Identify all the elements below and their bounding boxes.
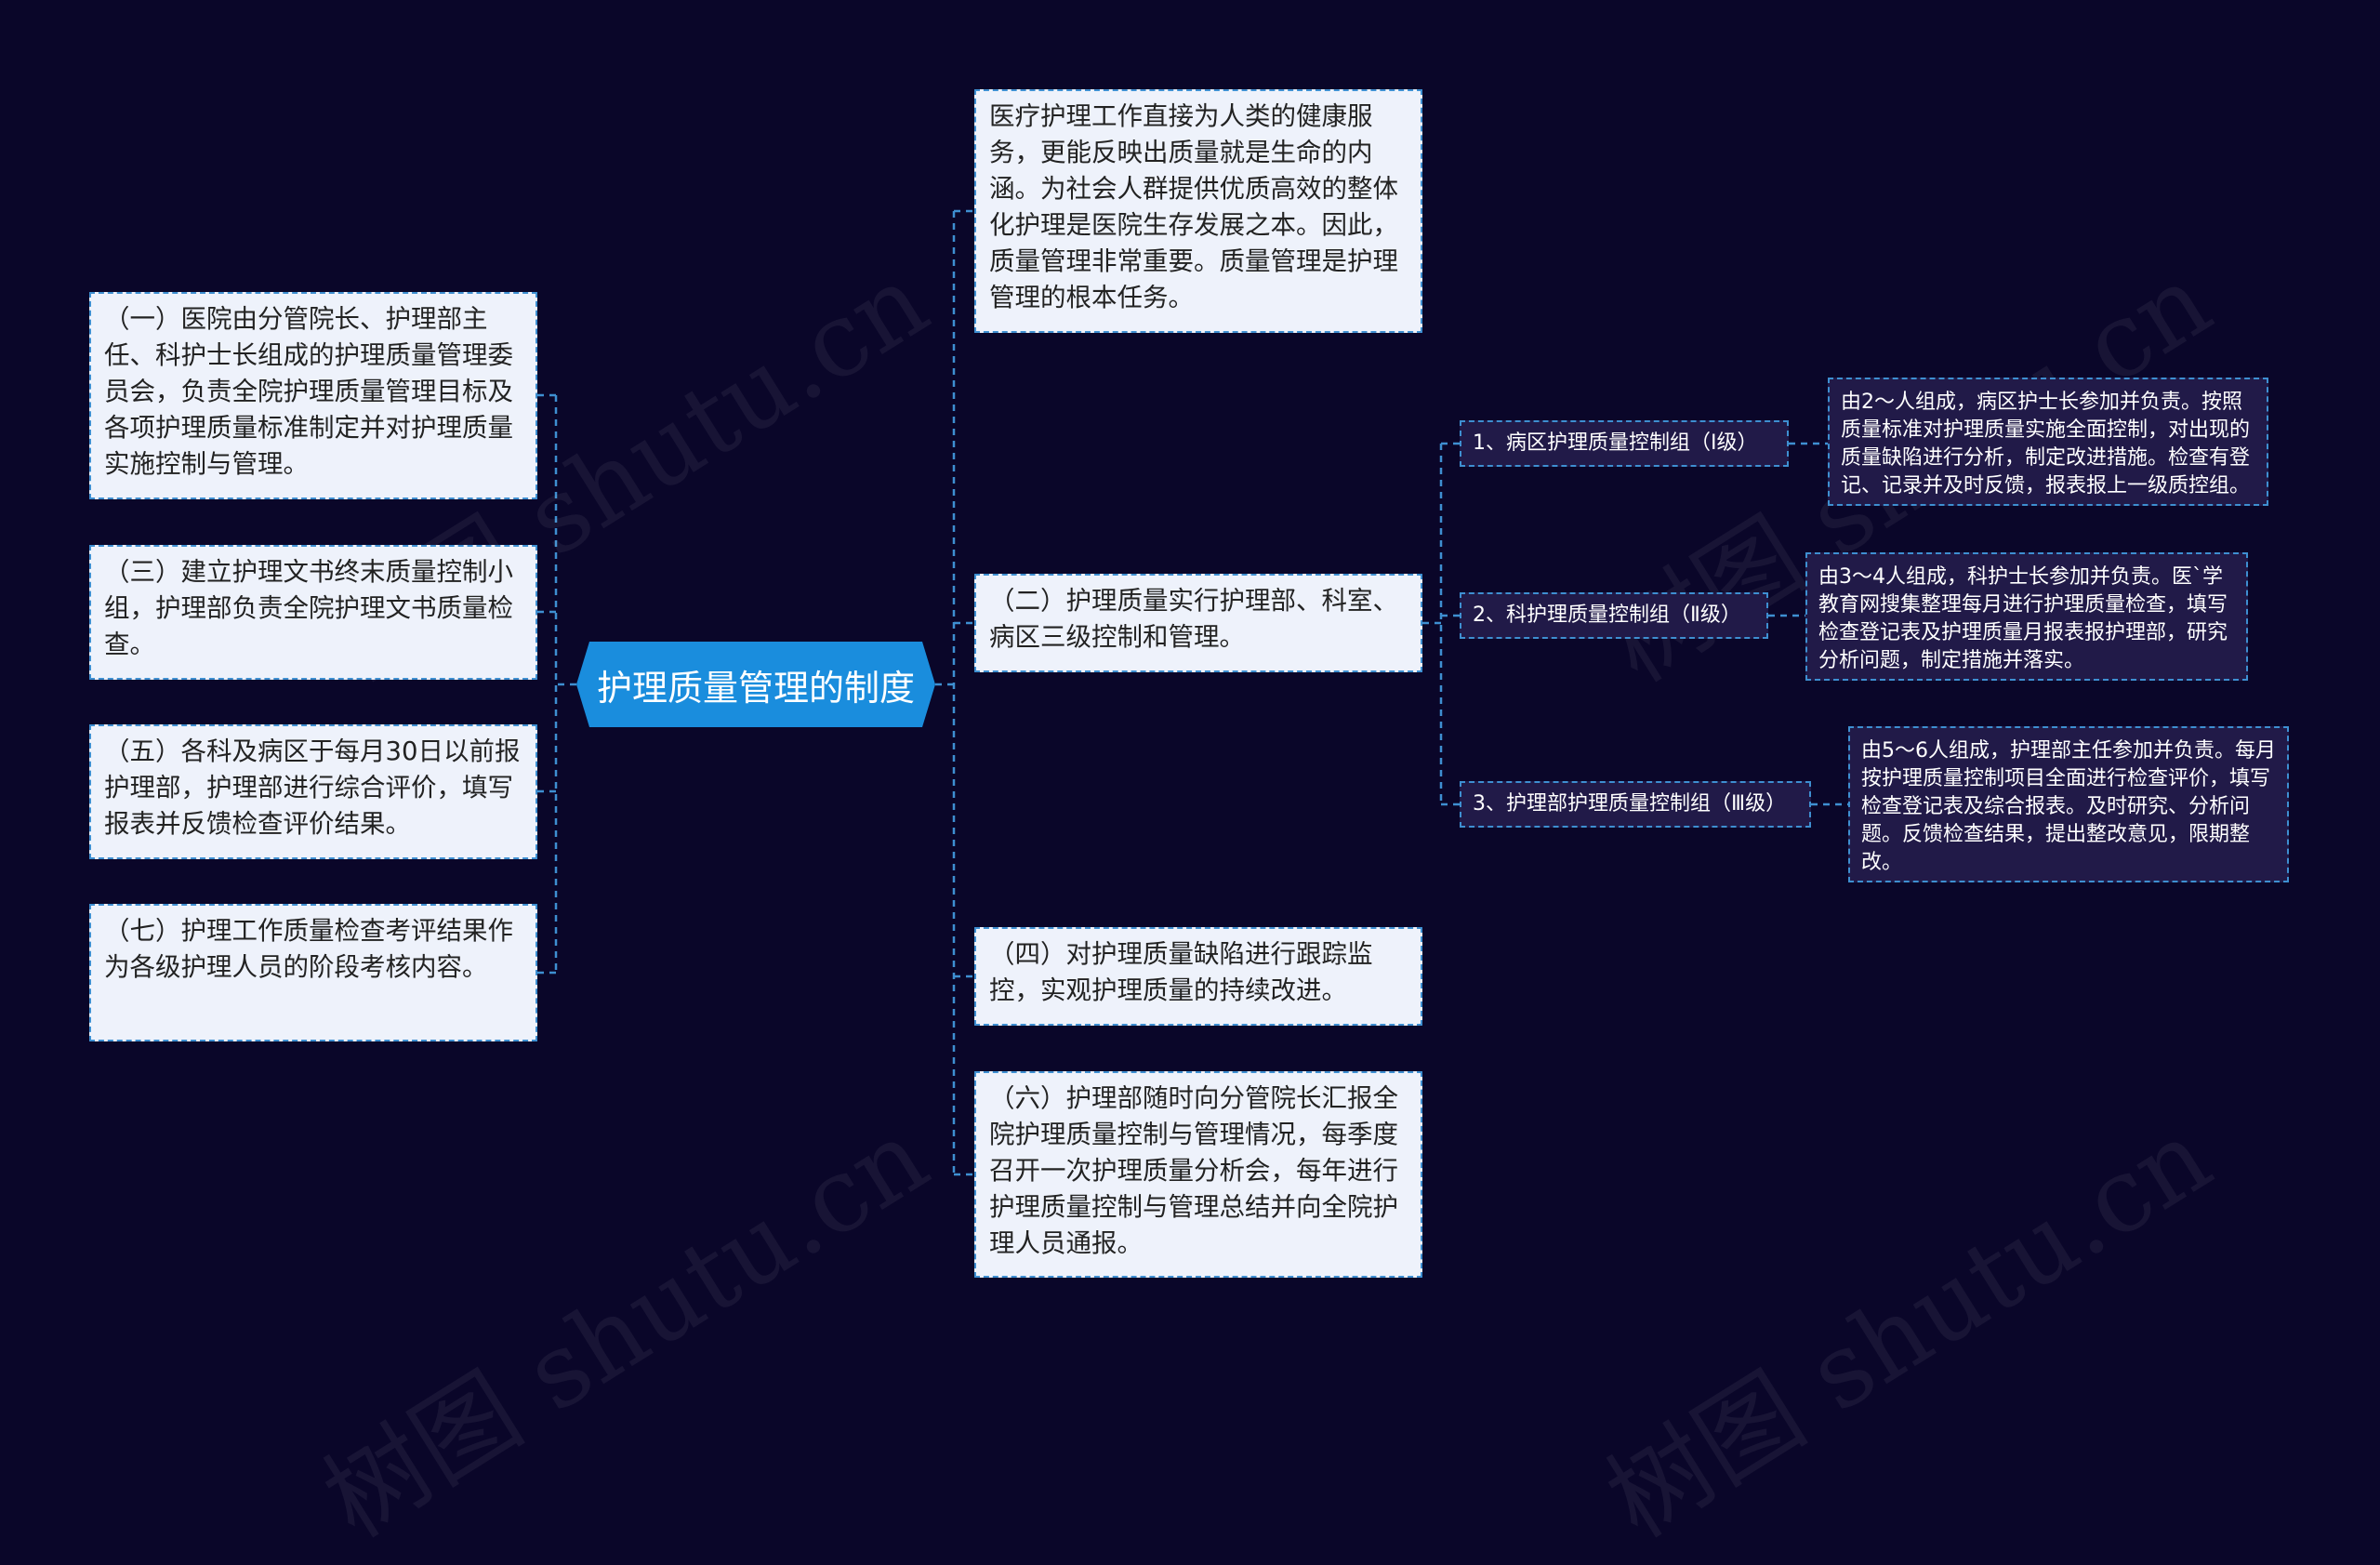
detail-node-level-2[interactable]: 由3～4人组成，科护士长参加并负责。医`学教育网搜集整理每月进行护理质量检查，填… (1805, 552, 2248, 681)
right-node-6[interactable]: （六）护理部随时向分管院长汇报全院护理质量控制与管理情况，每季度召开一次护理质量… (974, 1071, 1422, 1278)
detail-node-level-1[interactable]: 由2～人组成，病区护士长参加并负责。按照质量标准对护理质量实施全面控制，对出现的… (1828, 378, 2268, 506)
sub-node-level-1[interactable]: 1、病区护理质量控制组（Ⅰ级） (1460, 420, 1789, 467)
detail-node-level-3[interactable]: 由5～6人组成，护理部主任参加并负责。每月按护理质量控制项目全面进行检查评价，填… (1848, 726, 2289, 882)
left-node-1[interactable]: （一）医院由分管院长、护理部主任、科护士长组成的护理质量管理委员会，负责全院护理… (89, 292, 537, 499)
left-node-7[interactable]: （七）护理工作质量检查考评结果作为各级护理人员的阶段考核内容。 (89, 904, 537, 1041)
right-node-4[interactable]: （四）对护理质量缺陷进行跟踪监控，实观护理质量的持续改进。 (974, 927, 1422, 1026)
right-node-intro[interactable]: 医疗护理工作直接为人类的健康服务，更能反映出质量就是生命的内涵。为社会人群提供优… (974, 89, 1422, 333)
connector-lines (537, 209, 1848, 1176)
left-node-5[interactable]: （五）各科及病区于每月30日以前报护理部，护理部进行综合评价，填写报表并反馈检查… (89, 724, 537, 859)
right-node-2[interactable]: （二）护理质量实行护理部、科室、病区三级控制和管理。 (974, 574, 1422, 672)
mind-map-canvas: 树图 shutu.cn 树图 shutu.cn 树图 shutu.cn 树图 s… (89, 89, 2289, 1560)
central-topic[interactable]: 护理质量管理的制度 (576, 642, 935, 727)
sub-node-level-3[interactable]: 3、护理部护理质量控制组（Ⅲ级） (1460, 781, 1811, 828)
sub-node-level-2[interactable]: 2、科护理质量控制组（Ⅱ级） (1460, 592, 1768, 639)
left-node-3[interactable]: （三）建立护理文书终末质量控制小组，护理部负责全院护理文书质量检查。 (89, 545, 537, 680)
